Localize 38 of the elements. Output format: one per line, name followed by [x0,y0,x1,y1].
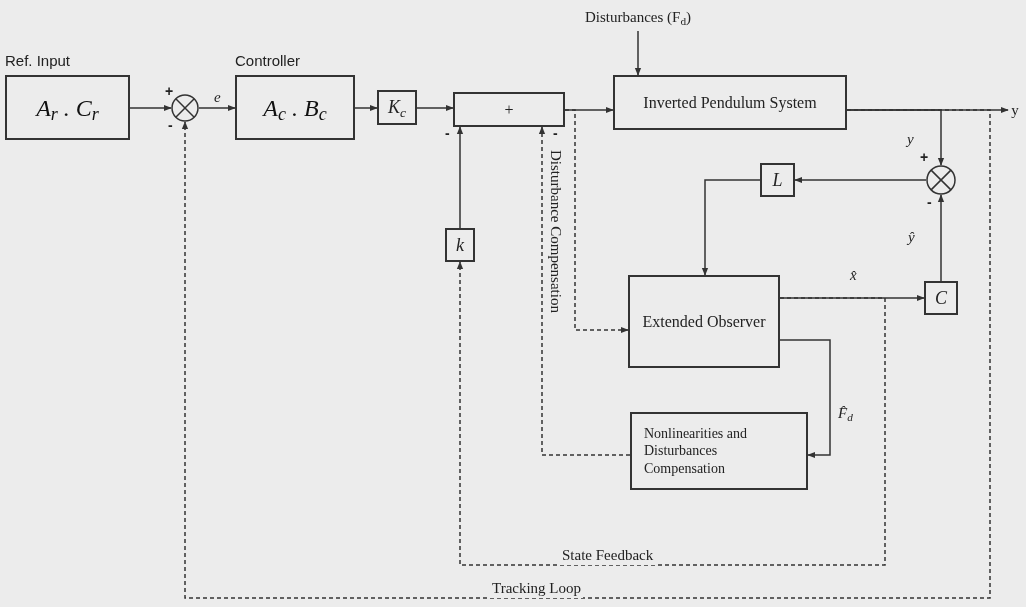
arrow [564,109,629,334]
gain-block: k [445,228,475,262]
arrow [181,109,991,599]
block-heading: Controller [235,51,301,71]
block-box: Nonlinearities and Disturbances Compensation [630,412,808,490]
block-box: + [453,92,565,127]
gain-block: L [760,163,795,197]
arrow [456,261,886,566]
sign-label: + [920,150,929,164]
summing-junction [171,94,199,122]
sign-label: - [445,126,450,140]
arrow [701,179,761,276]
block-box: A$_{c}$ . B$_{c}$ [235,75,355,140]
sign-label: - [553,126,558,140]
arrow [129,104,172,112]
signal-label: Disturbances (F$_{d}$) [548,4,728,31]
arrow [779,339,831,459]
edge-label: Disturbance Compensation [548,150,563,313]
arrow [634,30,642,76]
arrow [354,104,378,112]
sign-label: - [168,118,173,132]
arrow [456,126,464,229]
summing-junction [926,165,956,195]
arrow [937,194,945,282]
arrow [416,104,454,112]
arrow [794,176,927,184]
arrow [198,104,236,112]
gain-block: C [924,281,958,315]
block-box: Inverted Pendulum System [613,75,847,130]
sign-label: - [927,195,932,209]
gain-block: K$_{c}$ [377,90,417,125]
edge-label: F̂$_{d}$ [836,404,855,423]
arrow [538,126,631,456]
block-heading: Ref. Input [5,51,71,71]
block-box: A$_{r}$ . C$_{r}$ [5,75,130,140]
signal-label: y [1008,100,1022,120]
block-box: Extended Observer [628,275,780,368]
sign-label: + [165,84,174,98]
